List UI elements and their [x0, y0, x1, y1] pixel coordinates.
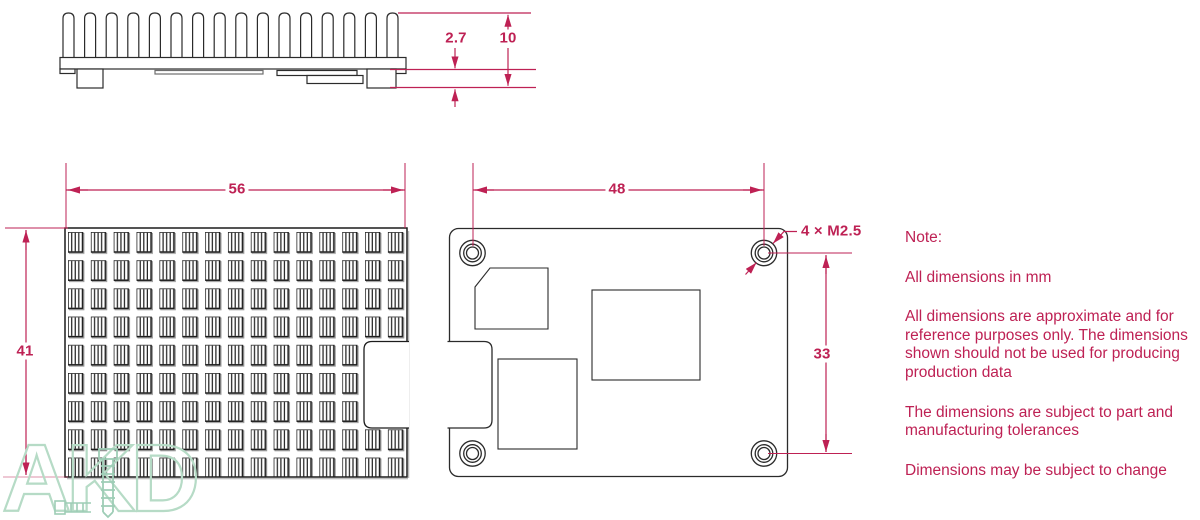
left-standoff	[76, 68, 104, 89]
thermal-pad	[154, 69, 264, 75]
note-line: All dimensions in mm	[905, 268, 1052, 286]
component-shelf	[276, 69, 358, 77]
dim-label-total-height: 10	[496, 29, 520, 47]
akd-watermark-logo: AKD	[1, 424, 203, 520]
thread-callout-label: 4 × M2.5	[800, 222, 863, 240]
dim-label-holes-y-33: 33	[810, 345, 834, 363]
chip-outline-lower	[497, 358, 578, 450]
notes-title: Note:	[905, 229, 943, 246]
board-view-drawing	[447, 227, 789, 478]
notes-block: Note: All dimensions in mm All dimension…	[905, 229, 1189, 501]
dim-label-width-56: 56	[225, 180, 249, 198]
board-edge-notch	[447, 340, 493, 429]
chip-outline-chamfered	[474, 267, 549, 330]
watermark-text: AKD	[2, 425, 197, 520]
dim-label-height-41: 41	[13, 342, 37, 360]
dim-label-standoff-gap: 2.7	[442, 29, 470, 47]
note-line: Dimensions may be subject to change	[905, 461, 1167, 479]
heatsink-base-plate	[59, 56, 407, 70]
side-view-drawing	[59, 12, 407, 89]
mounting-hole-bottom-left	[459, 440, 486, 467]
chip-outline-center	[591, 289, 701, 381]
right-standoff	[366, 68, 397, 89]
heatsink-fins-profile	[62, 12, 399, 58]
plate-left-lip	[59, 68, 76, 75]
heatsink-outline	[64, 227, 408, 478]
note-line: The dimensions are subject to part and m…	[905, 403, 1173, 440]
top-view-drawing	[64, 227, 410, 480]
watermark-screw-horizontal	[54, 500, 91, 515]
component-step	[306, 74, 364, 85]
note-line: All dimensions are approximate and for r…	[905, 308, 1188, 381]
dim-label-holes-x-48: 48	[605, 180, 629, 198]
side-view-dimensions	[390, 12, 536, 107]
watermark-screw-vertical	[98, 448, 118, 519]
heatsink-edge-notch	[363, 340, 409, 429]
